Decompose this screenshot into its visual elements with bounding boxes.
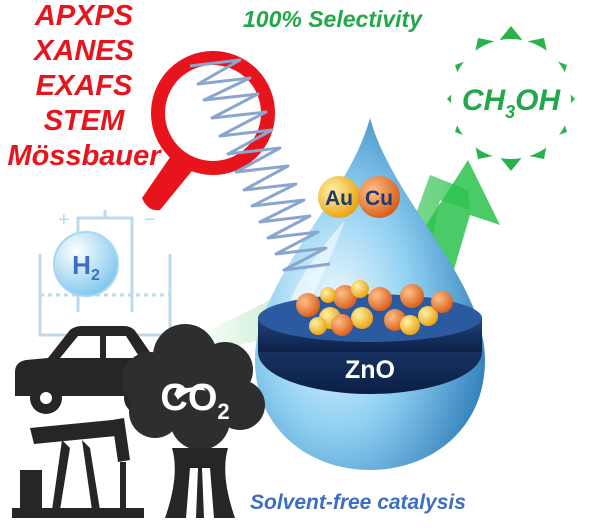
nanoparticles: [296, 280, 453, 336]
reaction-arrow: [190, 175, 470, 356]
hydrogen-bubble: [53, 231, 119, 297]
pump-jack-icon: [12, 418, 144, 518]
copper-atom: [358, 176, 400, 218]
technique-apxps: APXPS: [34, 0, 134, 32]
hydrogen-formula: H2: [72, 250, 100, 284]
methanol-badge-inner: [451, 39, 571, 159]
cooling-tower-icon: [165, 448, 235, 518]
gold-label: Au: [325, 187, 353, 210]
magnifier-handle: [142, 150, 196, 211]
copper-label: Cu: [365, 187, 393, 210]
gold-atom: [318, 176, 360, 218]
technique-xanes: XANES: [34, 35, 134, 67]
caption: Solvent-free catalysis: [250, 491, 466, 514]
plus-sign: +: [58, 209, 70, 231]
co2-cloud: [122, 324, 265, 450]
minus-sign: −: [144, 209, 156, 231]
magnifier-lens: [151, 51, 275, 175]
spectroscopy-beam: [189, 58, 331, 272]
zno-label: ZnO: [345, 356, 395, 384]
methanol-formula: CH3OH: [462, 84, 562, 122]
selectivity-label: 100% Selectivity: [243, 6, 423, 32]
co2-formula: CO2: [160, 377, 229, 424]
technique-exafs: EXAFS: [35, 70, 133, 102]
technique-mossbauer: Mössbauer: [7, 140, 161, 172]
technique-stem: STEM: [43, 105, 125, 137]
